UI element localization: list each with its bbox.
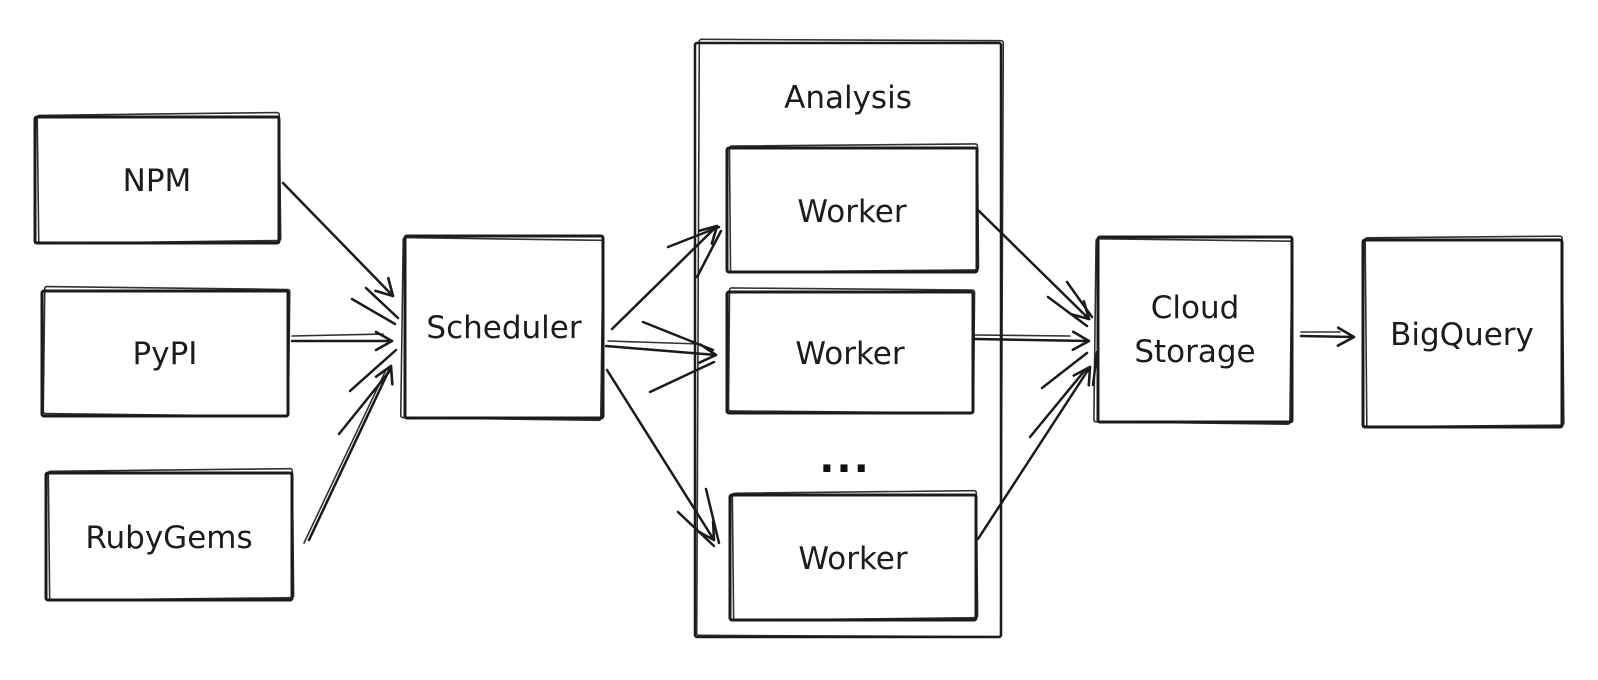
bigquery-label: BigQuery [1390, 317, 1534, 353]
edge-worker-1-to-cloud-storage [977, 209, 1091, 321]
edges [281, 181, 1356, 544]
edge-rubygems-double-stroke [303, 369, 387, 544]
worker-2-box-outline [727, 287, 976, 414]
edge-pypi-double-stroke [291, 333, 384, 337]
sketch-stroke [641, 320, 715, 352]
sketch-stroke [666, 225, 721, 249]
worker-3-box-outline [731, 489, 979, 622]
node-worker-1: Worker [725, 143, 980, 274]
worker-1-label: Worker [797, 194, 906, 230]
sketch-stroke [695, 229, 723, 279]
bigquery-box-outline [1364, 235, 1565, 428]
sketch-stroke [648, 360, 716, 394]
sketch-stroke [337, 370, 391, 436]
worker-2-label: Worker [795, 336, 904, 372]
worker-2-box [725, 290, 975, 415]
sketch-stroke [676, 510, 716, 548]
node-scheduler: Scheduler [399, 234, 605, 422]
sketch-stroke [1040, 351, 1089, 390]
sketch-stroke [1046, 295, 1089, 328]
scheduler-box [403, 234, 605, 420]
pypi-label: PyPI [133, 336, 198, 372]
pypi-box-outline [42, 285, 291, 418]
edge-worker-2-to-cloud-storage [973, 330, 1091, 352]
rubygems-box [44, 471, 294, 602]
node-cloud-storage: Cloud Storage [1093, 235, 1294, 425]
node-rubygems: RubyGems [44, 467, 295, 602]
scheduler-label: Scheduler [426, 310, 581, 346]
worker-1-box-outline [728, 143, 980, 273]
node-worker-3: Worker [728, 489, 979, 622]
sketch-stroke [1028, 367, 1088, 439]
analysis-title: Analysis [784, 80, 912, 116]
edge-scheduler-to-worker-1 [610, 224, 719, 331]
node-npm: NPM [33, 111, 282, 245]
worker-3-label: Worker [798, 541, 907, 577]
npm-box [33, 115, 281, 245]
npm-box-outline [36, 111, 282, 245]
sketch-strokes [337, 225, 1099, 548]
edge-scheduler-to-worker-3 [605, 368, 716, 542]
rubygems-box-outline [47, 467, 295, 602]
workers-ellipsis: ... [819, 436, 871, 482]
bigquery-box [1361, 238, 1564, 429]
edge-worker2-cloud-double-stroke [974, 334, 1071, 337]
edge-worker-3-to-cloud-storage [976, 365, 1092, 541]
cloud-storage-box-outline [1093, 238, 1293, 425]
sketch-stroke [350, 297, 397, 326]
sketch-stroke [1091, 350, 1099, 387]
npm-label: NPM [123, 163, 192, 199]
sketch-stroke [348, 348, 398, 393]
analysis-group: Analysis Worker Worker ... Worker [693, 38, 1005, 639]
pypi-box [40, 289, 290, 418]
cloud-storage-label-line2: Storage [1134, 334, 1255, 370]
worker-3-box [728, 493, 978, 622]
edge-scheduler-to-worker-2 [604, 343, 718, 364]
edge-scheduler-worker2-double-stroke [607, 340, 701, 345]
worker-1-box [725, 146, 979, 274]
sketch-stroke [1065, 280, 1094, 319]
sketch-stroke [704, 487, 721, 545]
edge-npm-to-scheduler [281, 181, 395, 298]
sketch-stroke [364, 286, 400, 320]
cloud-storage-box [1096, 235, 1294, 424]
node-pypi: PyPI [40, 285, 291, 418]
edge-rubygems-to-scheduler [307, 364, 394, 542]
node-bigquery: BigQuery [1361, 235, 1565, 429]
node-worker-2: Worker [725, 287, 976, 415]
edge-cloud-storage-to-bigquery [1299, 326, 1356, 347]
cloud-storage-label-line1: Cloud [1151, 290, 1240, 326]
rubygems-label: RubyGems [85, 520, 252, 556]
scheduler-box-outline [399, 236, 604, 422]
